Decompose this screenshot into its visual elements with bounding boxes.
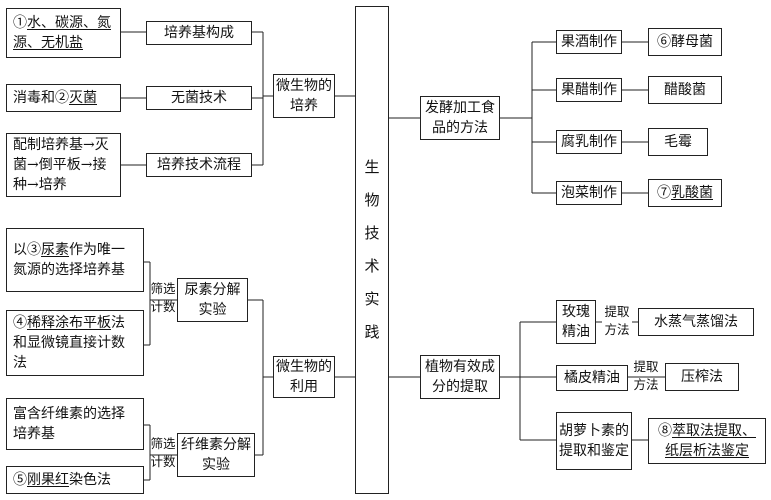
urea-decomposition-label: 尿素分解实验 — [177, 278, 248, 322]
congo-red-note-text: ⑤刚果红染色法 — [13, 471, 111, 488]
orange-peel-method-result: 压榨法 — [665, 363, 739, 391]
center-char-4: 术 — [364, 257, 380, 275]
urea-count-note: ④稀释涂布平板法和显微镜直接计数法 — [6, 310, 144, 376]
wine-microbe-result-text: ⑥酵母菌 — [657, 33, 713, 50]
culture-process-note: 配制培养基→灭菌→倒平板→接种→培养 — [6, 133, 121, 197]
rose-oil-method-label: 提取方法 — [604, 304, 630, 338]
culture-medium-note: ①水、碳源、氮源、无机盐 — [6, 8, 121, 58]
cellulose-decomposition-label: 纤维素分解实验 — [177, 433, 255, 477]
cellulose-medium-note: 富含纤维素的选择培养基 — [6, 398, 144, 450]
sufu-making-label: 腐乳制作 — [556, 130, 622, 154]
wine-making-label: 果酒制作 — [556, 30, 622, 54]
culture-medium-label: 培养基构成 — [146, 21, 252, 45]
rose-oil-method-result: 水蒸气蒸馏法 — [638, 308, 754, 336]
center-char-1: 生 — [364, 158, 380, 176]
cellulose-medium-note-text: 富含纤维素的选择培养基 — [13, 405, 125, 442]
rose-oil-label: 玫瑰精油 — [556, 300, 596, 344]
center-char-3: 技 — [364, 224, 380, 242]
center-char-2: 物 — [364, 191, 380, 209]
culture-process-label: 培养技术流程 — [146, 153, 252, 177]
aseptic-note-text: 消毒和②灭菌 — [13, 89, 97, 106]
microbe-utilization-title: 微生物的利用 — [273, 356, 335, 398]
wine-microbe-result: ⑥酵母菌 — [648, 28, 722, 56]
cellulose-screen-count-label: 筛选计数 — [150, 436, 176, 470]
congo-red-note: ⑤刚果红染色法 — [6, 466, 144, 494]
orange-peel-oil-label: 橘皮精油 — [556, 365, 628, 391]
urea-count-note-text: ④稀释涂布平板法和显微镜直接计数法 — [13, 314, 125, 372]
urea-medium-note: 以③尿素作为唯一氮源的选择培养基 — [6, 228, 144, 292]
urea-medium-note-text: 以③尿素作为唯一氮源的选择培养基 — [13, 241, 125, 278]
orange-peel-method-label: 提取方法 — [633, 359, 659, 393]
carotene-method-result-text: ⑧萃取法提取、纸层析法鉴定 — [658, 422, 756, 459]
extraction-title: 植物有效成分的提取 — [420, 355, 500, 399]
fermentation-title: 发酵加工食品的方法 — [420, 96, 500, 140]
pickle-microbe-result: ⑦乳酸菌 — [648, 179, 722, 207]
center-char-5: 实 — [364, 290, 380, 308]
center-topic-box: 生 物 技 术 实 践 — [355, 6, 389, 494]
sufu-microbe-result: 毛霉 — [648, 128, 708, 156]
vinegar-making-label: 果醋制作 — [556, 78, 622, 102]
urea-screen-count-label: 筛选计数 — [150, 281, 176, 315]
microbe-culture-title: 微生物的培养 — [273, 74, 335, 118]
carotene-method-result: ⑧萃取法提取、纸层析法鉴定 — [648, 418, 766, 464]
carotene-label: 胡萝卜素的提取和鉴定 — [556, 412, 632, 470]
aseptic-note: 消毒和②灭菌 — [6, 84, 121, 112]
aseptic-technique-label: 无菌技术 — [146, 86, 252, 110]
center-char-6: 践 — [364, 323, 380, 341]
culture-medium-note-text: ①水、碳源、氮源、无机盐 — [13, 14, 111, 51]
pickle-making-label: 泡菜制作 — [556, 181, 622, 205]
vinegar-microbe-result: 醋酸菌 — [648, 76, 722, 104]
pickle-microbe-result-text: ⑦乳酸菌 — [657, 184, 713, 201]
